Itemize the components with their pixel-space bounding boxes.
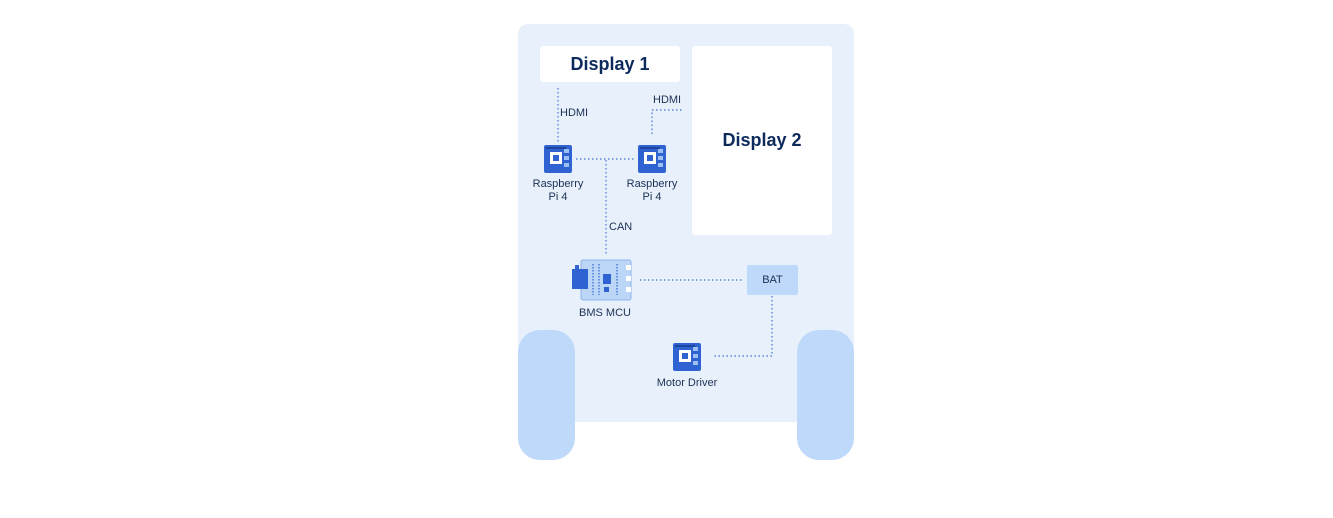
hdmi-left-label: HDMI: [560, 107, 589, 119]
raspberry-pi-board-icon: [544, 145, 572, 173]
battery-box: BAT: [747, 265, 798, 295]
display-1-label: Display 1: [570, 53, 650, 74]
rpi-right-name-line1: Raspberry: [626, 178, 678, 190]
motor-driver-board-icon: [673, 343, 701, 371]
right-wheel: [797, 330, 854, 460]
display-1-box: Display 1: [540, 46, 680, 82]
motor-driver-label: Motor Driver: [656, 377, 718, 389]
raspberry-pi-board-icon: [638, 145, 666, 173]
battery-label: BAT: [762, 274, 783, 286]
rpi-left-name-line2: Pi 4: [548, 191, 568, 203]
can-label: CAN: [609, 221, 633, 233]
left-wheel: [518, 330, 575, 460]
bms-mcu-label: BMS MCU: [579, 307, 631, 319]
display-2-box: Display 2: [692, 46, 832, 235]
bms-mcu-board-icon: [572, 259, 632, 301]
rpi-right-name-line2: Pi 4: [642, 191, 662, 203]
rpi-left-label: Raspberry Pi 4: [523, 178, 593, 204]
display-2-label: Display 2: [722, 130, 802, 150]
hdmi-right-label: HDMI: [653, 94, 682, 106]
rpi-right-label: Raspberry Pi 4: [617, 178, 687, 204]
rpi-left-name-line1: Raspberry: [532, 178, 584, 190]
